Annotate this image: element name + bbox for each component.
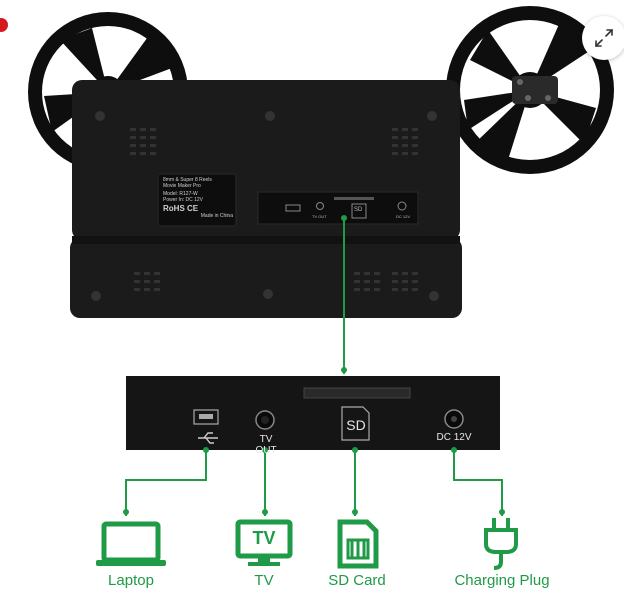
small-sd-label: SD [354, 207, 363, 213]
sd-card-label: SD Card [328, 572, 386, 589]
right-film-reel [446, 6, 614, 174]
panel-sd-label: SD [346, 417, 366, 433]
sticker-line-2: Movie Maker Pro [163, 183, 201, 189]
laptop-label: Laptop [108, 572, 154, 589]
usb-port-icon [193, 409, 219, 425]
laptop-icon [96, 521, 166, 566]
expand-arrows-icon [595, 29, 613, 47]
small-dc-label: DC 12V [396, 214, 411, 219]
film-scanner-body [70, 80, 462, 318]
port-panel-closeup [126, 376, 500, 450]
sticker-model: Model: R127-W [163, 191, 198, 197]
panel-dc-label: DC 12V [436, 432, 472, 443]
sd-card-icon [337, 519, 379, 569]
close-indicator[interactable] [0, 18, 8, 32]
tv-icon [235, 519, 293, 566]
sticker-line-1: 8mm & Super 8 Reels [163, 177, 212, 183]
small-tv-out-label: TV OUT [312, 214, 327, 219]
tv-label: TV [254, 572, 274, 589]
device-sticker: 8mm & Super 8 Reels Movie Maker Pro Mode… [163, 177, 233, 219]
panel-tv-out-label: TV OUT [255, 434, 277, 456]
charging-plug-label: Charging Plug [454, 572, 550, 589]
port-connector-lines [125, 448, 503, 516]
sticker-power: Power In: DC 12V [163, 197, 204, 203]
tv-icon-text: TV [252, 528, 276, 548]
sticker-origin: Made in China [200, 213, 233, 219]
usb-symbol-icon [198, 432, 218, 444]
sd-slot-icon [341, 406, 370, 441]
expand-button[interactable] [582, 16, 624, 60]
charging-plug-icon [484, 518, 518, 570]
sticker-marks: RoHS CE [163, 204, 199, 213]
